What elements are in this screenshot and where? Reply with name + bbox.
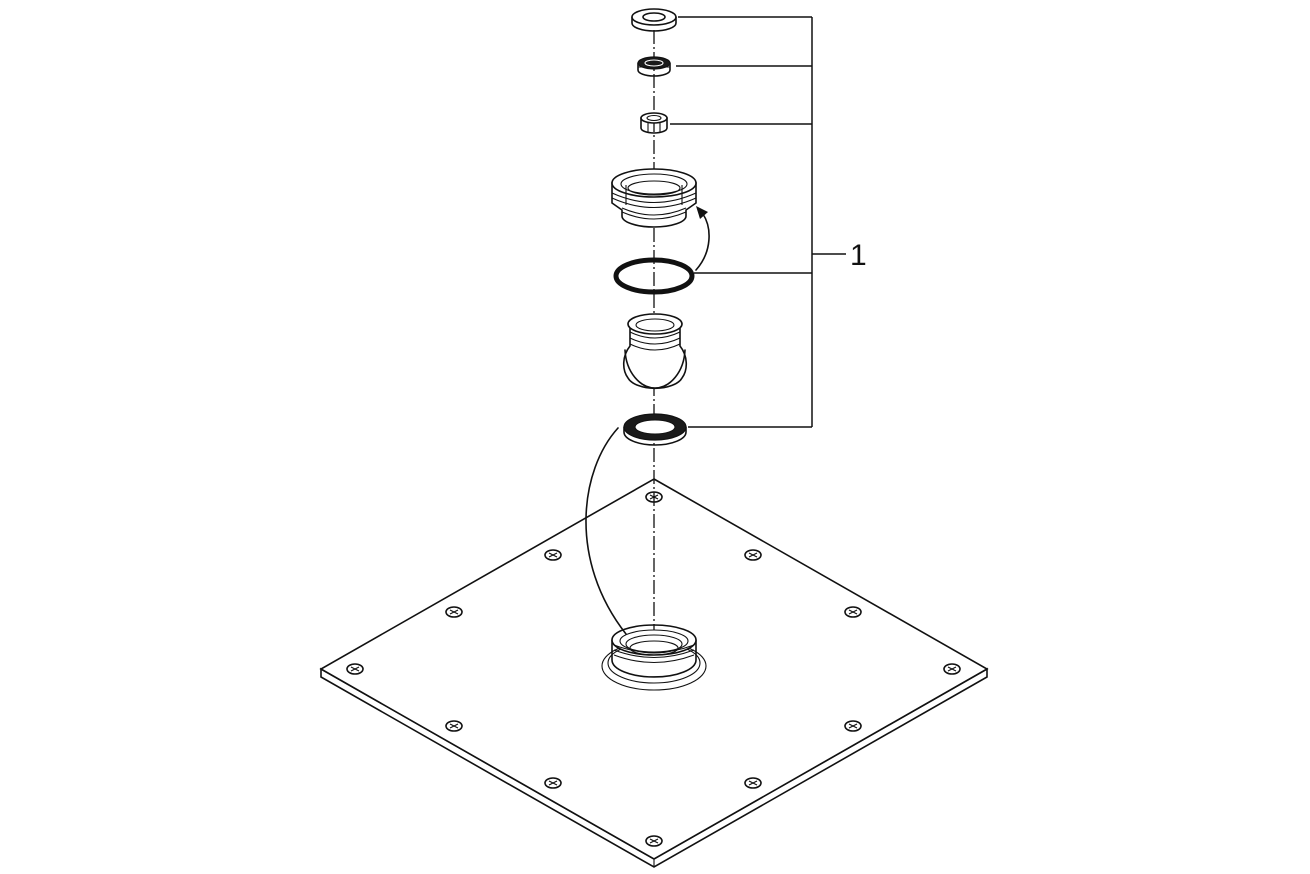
seal-ring-icon xyxy=(623,413,687,446)
screw-icon xyxy=(943,663,961,675)
screw-icon xyxy=(844,720,862,732)
washer-icon xyxy=(631,8,677,32)
curved-arrow-icon xyxy=(695,206,710,271)
screw-icon xyxy=(544,549,562,561)
screw-icon xyxy=(645,835,663,847)
screw-icon xyxy=(544,777,562,789)
square-plate-icon xyxy=(319,478,989,868)
filter-disc-icon xyxy=(637,56,671,77)
screw-icon xyxy=(744,549,762,561)
callout-bracket xyxy=(670,16,846,428)
screw-icon xyxy=(844,606,862,618)
screw-icon xyxy=(445,720,463,732)
screw-icon xyxy=(346,663,364,675)
ball-joint-icon xyxy=(622,313,688,390)
nut-icon xyxy=(640,112,668,134)
plate-connector-icon xyxy=(601,624,707,691)
screw-icon xyxy=(445,606,463,618)
o-ring-icon xyxy=(613,257,695,295)
threaded-adapter-icon xyxy=(611,168,697,228)
screw-icon xyxy=(744,777,762,789)
part-number-label: 1 xyxy=(850,239,867,272)
assembly-path-line xyxy=(585,427,627,635)
